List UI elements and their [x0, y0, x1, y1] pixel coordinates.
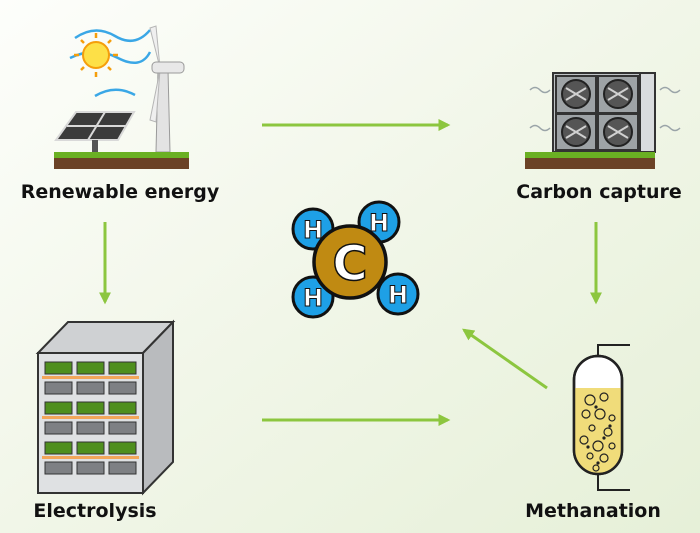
particle [594, 405, 598, 409]
rack-module [76, 421, 105, 435]
methanation-reactor-icon [572, 344, 630, 491]
bubble [581, 409, 591, 419]
rack-module [108, 441, 137, 455]
rack-module [44, 421, 73, 435]
hydrogen-atom-symbol: H [303, 284, 323, 312]
carbon-capture-label: Carbon capture [516, 181, 682, 203]
bubble [594, 408, 606, 420]
carbon-capture-icon [525, 72, 681, 169]
carbon-atom-symbol: C [332, 236, 367, 292]
particle [596, 461, 600, 465]
bubble [608, 414, 616, 422]
methane-molecule-icon: C H H H H [291, 200, 420, 319]
bubble [608, 442, 616, 450]
rack-module [76, 461, 105, 475]
hydrogen-atom-symbol: H [369, 209, 389, 237]
rack-module [76, 441, 105, 455]
solar-panel-icon [54, 111, 136, 152]
particle [586, 445, 590, 449]
rack-module [108, 401, 137, 415]
bubble [586, 452, 594, 460]
rack-module [108, 461, 137, 475]
rack-module [76, 361, 105, 375]
bubble [599, 453, 609, 463]
bubble [579, 435, 589, 445]
bubble [592, 464, 600, 472]
rack-module [76, 401, 105, 415]
electrolysis-rack-icon [35, 319, 176, 496]
rack-stripe [42, 416, 139, 419]
rack-stripe [42, 376, 139, 379]
rack-stripe [42, 456, 139, 459]
bubble [588, 424, 596, 432]
bubble [584, 394, 596, 406]
renewable-energy-icon [54, 25, 189, 169]
rack-module [44, 381, 73, 395]
methanation-label: Methanation [525, 500, 661, 522]
rack-module [44, 461, 73, 475]
particle [602, 436, 606, 440]
wind-turbine-icon [149, 25, 185, 153]
rack-module [108, 421, 137, 435]
rack-module [44, 401, 73, 415]
renewable-energy-label: Renewable energy [20, 181, 220, 203]
hydrogen-atom-symbol: H [303, 216, 323, 244]
hydrogen-atom-symbol: H [388, 281, 408, 309]
rack-module [44, 361, 73, 375]
electrolysis-label: Electrolysis [33, 500, 157, 522]
bubble [592, 440, 604, 452]
sun-icon [74, 33, 118, 77]
bubble [599, 392, 609, 402]
particle [608, 424, 612, 428]
rack-module [108, 361, 137, 375]
rack-module [44, 441, 73, 455]
arrow-methanation-to-molecule [462, 328, 548, 390]
fan-unit [555, 75, 639, 151]
bubble [603, 427, 613, 437]
rack-module [76, 381, 105, 395]
rack-module [108, 381, 137, 395]
